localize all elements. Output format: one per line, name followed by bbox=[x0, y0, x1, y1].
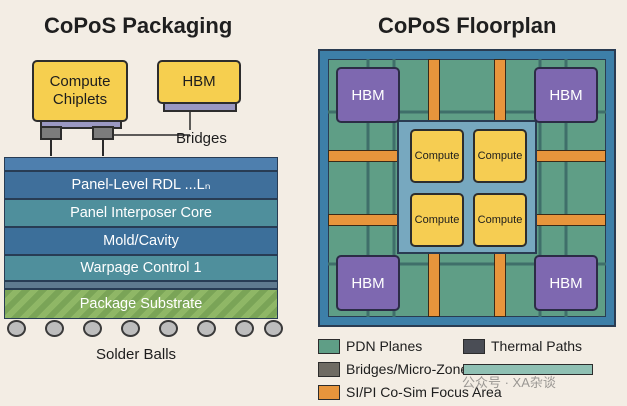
hbm-label: HBM bbox=[351, 274, 385, 292]
layer-package-substrate: Package Substrate bbox=[4, 289, 278, 319]
legend-swatch-thermal bbox=[463, 339, 485, 354]
layer-panel-rdl-label: Panel-Level RDL ...Lₙ bbox=[71, 177, 211, 193]
compute-pillar-left bbox=[40, 126, 62, 140]
legend-swatch-sipi bbox=[318, 385, 340, 400]
hbm-bump-bar bbox=[163, 102, 237, 112]
compute-label: Compute bbox=[477, 214, 523, 226]
hbm-top-left: HBM bbox=[336, 67, 400, 123]
compute-chiplets-block: Compute Chiplets bbox=[32, 60, 128, 122]
hbm-label: HBM bbox=[549, 274, 583, 292]
hbm-bottom-left: HBM bbox=[336, 255, 400, 311]
solder-ball bbox=[121, 320, 140, 337]
compute-pillar-right bbox=[92, 126, 114, 140]
compute-label: Compute bbox=[477, 150, 523, 162]
legend-swatch-bridges bbox=[318, 362, 340, 377]
legend-label-sipi: SI/PI Co-Sim Focus Area bbox=[346, 384, 502, 400]
solder-ball bbox=[264, 320, 283, 337]
hbm-label: HBM bbox=[549, 86, 583, 104]
compute-bump-bar bbox=[40, 120, 122, 129]
compute-label: Compute bbox=[414, 214, 460, 226]
solder-ball bbox=[83, 320, 102, 337]
hbm-bottom-right: HBM bbox=[534, 255, 598, 311]
hbm-stack-label: HBM bbox=[182, 73, 216, 90]
compute-tile-br: Compute bbox=[473, 193, 527, 247]
legend-swatch-bar bbox=[463, 364, 593, 375]
hbm-label: HBM bbox=[351, 86, 385, 104]
layer-separator bbox=[4, 281, 278, 289]
compute-tile-tr: Compute bbox=[473, 129, 527, 183]
bridges-label: Bridges bbox=[176, 130, 227, 147]
legend-swatch-pdn bbox=[318, 339, 340, 354]
watermark: 公众号 · XA杂谈 bbox=[462, 375, 556, 390]
legend-label-pdn: PDN Planes bbox=[346, 338, 423, 354]
floorplan-title: CoPoS Floorplan bbox=[378, 13, 557, 38]
layer-interposer-core: Panel Interposer Core bbox=[4, 199, 278, 227]
solder-ball bbox=[197, 320, 216, 337]
layer-warpage-control-label: Warpage Control 1 bbox=[80, 260, 202, 276]
legend-label-bridges: Bridges/Micro-Zones bbox=[346, 361, 476, 377]
solder-ball bbox=[235, 320, 254, 337]
solder-balls-label: Solder Balls bbox=[96, 346, 177, 363]
layer-interposer-core-label: Panel Interposer Core bbox=[70, 205, 212, 221]
compute-tile-bl: Compute bbox=[410, 193, 464, 247]
layer-package-substrate-label: Package Substrate bbox=[79, 296, 203, 312]
solder-ball bbox=[159, 320, 178, 337]
layer-warpage-control: Warpage Control 1 bbox=[4, 255, 278, 281]
hbm-top-right: HBM bbox=[534, 67, 598, 123]
compute-label: Compute bbox=[414, 150, 460, 162]
layer-mold-cavity-label: Mold/Cavity bbox=[103, 233, 179, 249]
layer-panel-rdl: Panel-Level RDL ...Lₙ bbox=[4, 171, 278, 199]
layer-mold-cavity: Mold/Cavity bbox=[4, 227, 278, 255]
legend-label-thermal: Thermal Paths bbox=[491, 338, 583, 354]
stack-top-cap bbox=[4, 157, 278, 171]
solder-ball bbox=[7, 320, 26, 337]
compute-chiplets-label: Compute Chiplets bbox=[49, 73, 111, 108]
packaging-title: CoPoS Packaging bbox=[44, 13, 233, 38]
compute-tile-tl: Compute bbox=[410, 129, 464, 183]
solder-ball bbox=[45, 320, 64, 337]
